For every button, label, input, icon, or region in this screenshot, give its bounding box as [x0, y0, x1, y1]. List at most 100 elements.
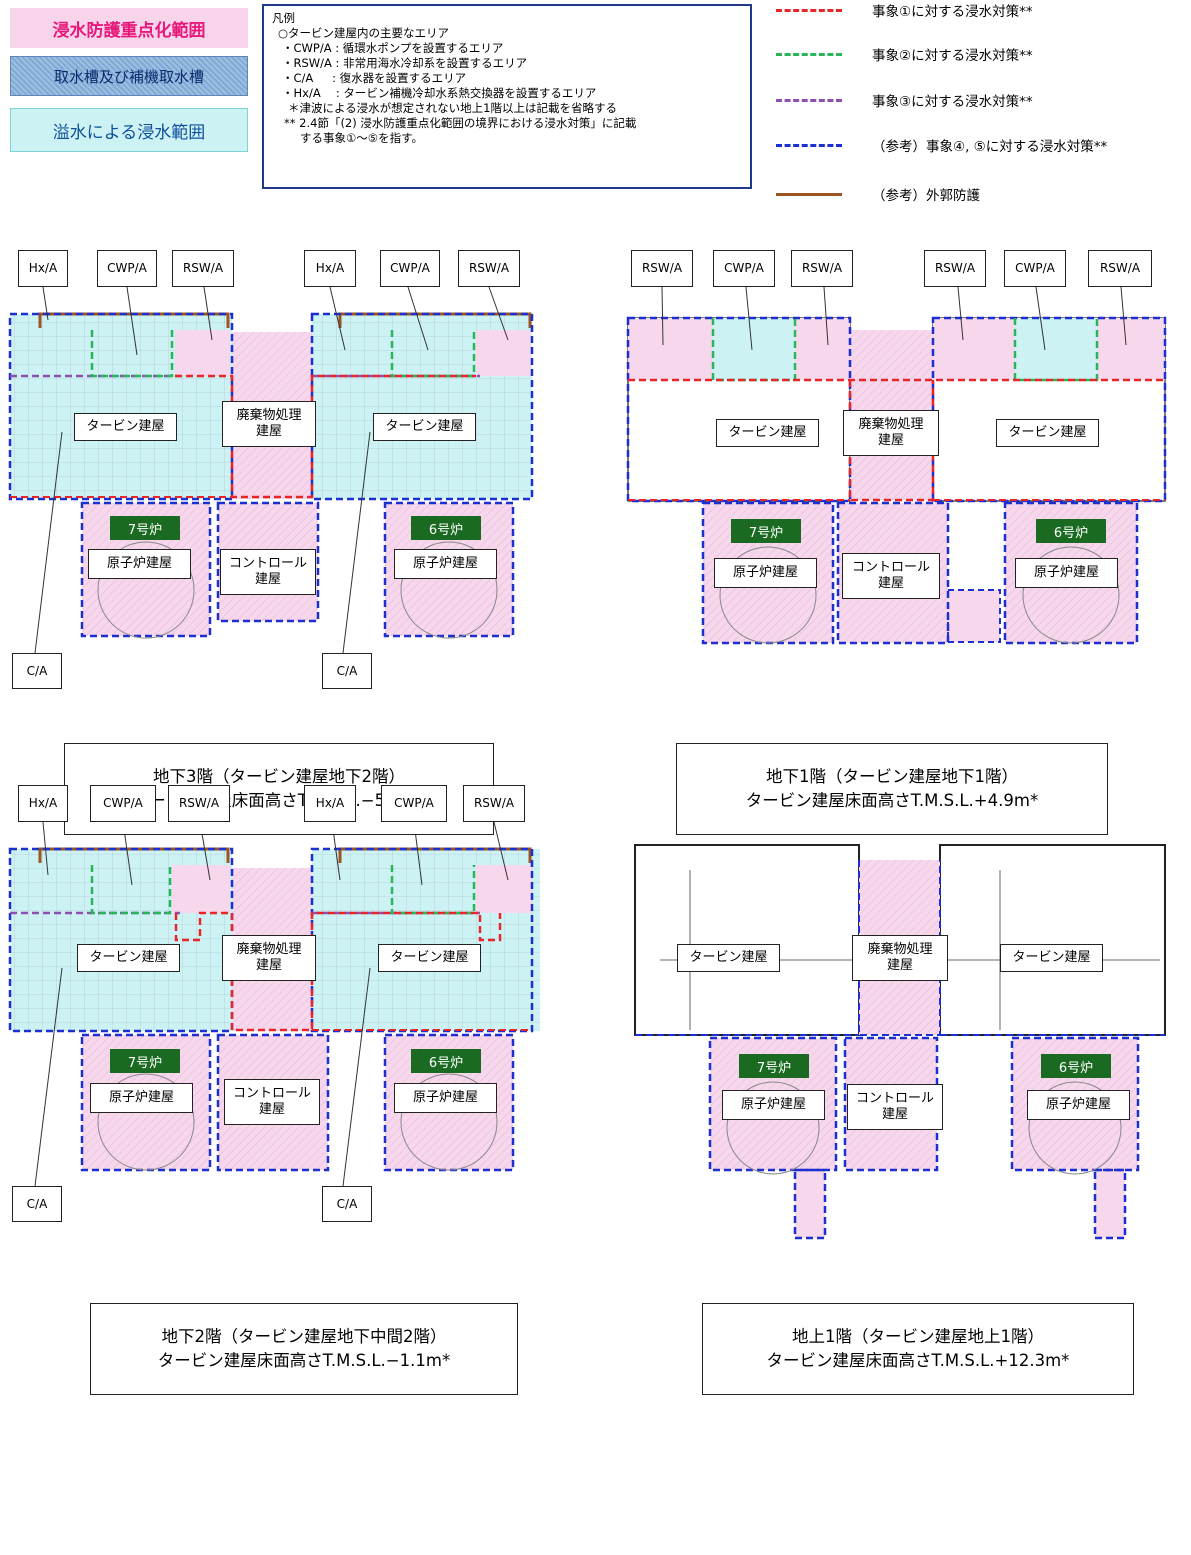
line-legend-label: （参考）外郭防護 — [872, 188, 980, 204]
reactor-building-label: 原子炉建屋 — [1015, 558, 1118, 588]
rsw-area-text: RSW/A — [801, 261, 843, 275]
line-legend-item: （参考）外郭防護 — [776, 184, 980, 204]
ca-area-text: C/A — [336, 1196, 358, 1211]
reactor-building-text: 原子炉建屋 — [740, 1097, 806, 1112]
hx-area-text: Hx/A — [315, 261, 345, 275]
control-building-label: コントロール建屋 — [847, 1084, 943, 1130]
hx-area-label: Hx/A — [304, 785, 356, 822]
caption-line: 地下3階（タービン建屋地下2階） — [153, 767, 405, 786]
control-building-text: 建屋 — [254, 572, 281, 587]
line-legend-item: 事象①に対する浸水対策** — [776, 0, 1033, 20]
rsw-area-text: RSW/A — [468, 261, 510, 275]
turbine-building-text: タービン建屋 — [86, 419, 165, 434]
line-legend-item: （参考）事象④, ⑤に対する浸水対策** — [776, 135, 1107, 155]
unit7-label: 7号炉 — [110, 516, 180, 540]
turbine-building-text: タービン建屋 — [728, 425, 807, 440]
control-building-label: コントロール建屋 — [220, 549, 316, 595]
control-building-text: 建屋 — [881, 1107, 908, 1122]
cwp-area-label: CWP/A — [380, 250, 440, 287]
legend-intake-swatch: 取水槽及び補機取水槽 — [10, 56, 248, 96]
cwp-area-label: CWP/A — [713, 250, 775, 287]
rsw-area-label: RSW/A — [791, 250, 853, 287]
legend-line: する事象①～⑤を指す。 — [300, 131, 423, 145]
legend-flood-protection-swatch: 浸水防護重点化範囲 — [10, 8, 248, 48]
cwp-area-label: CWP/A — [90, 785, 156, 822]
legend-line: ＊津波による浸水が想定されない地上1階以上は記載を省略する — [288, 101, 617, 115]
turbine-building-text: タービン建屋 — [390, 950, 469, 965]
caption-line: 地下2階（タービン建屋地下中間2階） — [161, 1327, 447, 1346]
unit6-text: 6号炉 — [1058, 1060, 1094, 1076]
waste-building-text: 廃棄物処理 — [236, 408, 302, 423]
waste-building-text: 廃棄物処理 — [867, 942, 933, 957]
waste-building-label: 廃棄物処理建屋 — [222, 935, 316, 981]
line-legend: 事象①に対する浸水対策** 事象②に対する浸水対策** 事象③に対する浸水対策*… — [776, 0, 1186, 210]
rsw-area-label: RSW/A — [1088, 250, 1152, 287]
line-legend-label: 事象③に対する浸水対策** — [872, 94, 1033, 110]
cwp-area-text: CWP/A — [103, 796, 143, 810]
cwp-area-text: CWP/A — [1015, 261, 1055, 275]
plan-b3 — [8, 286, 534, 654]
rsw-area-text: RSW/A — [473, 796, 515, 810]
control-building-text: コントロール — [228, 556, 307, 571]
rsw-area-label: RSW/A — [458, 250, 520, 287]
unit7-label: 7号炉 — [739, 1054, 809, 1078]
ca-area-label: C/A — [12, 1186, 62, 1222]
waste-building-label: 廃棄物処理建屋 — [852, 935, 948, 981]
control-building-text: 建屋 — [877, 576, 904, 591]
caption-line: タービン建屋床面高さT.M.S.L.+4.9m* — [745, 791, 1039, 810]
rsw-area-text: RSW/A — [641, 261, 683, 275]
unit6-label: 6号炉 — [411, 1049, 481, 1073]
reactor-building-label: 原子炉建屋 — [722, 1090, 825, 1120]
ca-area-text: C/A — [26, 663, 48, 678]
rsw-area — [175, 330, 230, 376]
rsw-area-label: RSW/A — [924, 250, 986, 287]
hx-area-label: Hx/A — [18, 250, 68, 287]
legend-intake-label: 取水槽及び補機取水槽 — [53, 67, 204, 86]
turbine-building-text: タービン建屋 — [1008, 425, 1087, 440]
unit7-label: 7号炉 — [731, 519, 801, 543]
cwp-area-text: CWP/A — [107, 261, 147, 275]
reactor-building-text: 原子炉建屋 — [732, 565, 798, 580]
caption-g1: 地上1階（タービン建屋地上1階） タービン建屋床面高さT.M.S.L.+12.3… — [702, 1303, 1134, 1395]
ca-area-label: C/A — [322, 653, 372, 689]
turbine-building-label: タービン建屋 — [716, 419, 819, 447]
reactor-building-text: 原子炉建屋 — [412, 556, 478, 571]
unit7-text: 7号炉 — [127, 1055, 163, 1071]
legend-line: ○タービン建屋内の主要なエリア — [278, 26, 450, 40]
reactor-building-text: 原子炉建屋 — [1033, 565, 1099, 580]
turbine-building-label: タービン建屋 — [1000, 944, 1103, 972]
hx-area-label: Hx/A — [304, 250, 356, 287]
plan-b2 — [8, 821, 540, 1187]
cwp-area-label: CWP/A — [381, 785, 447, 822]
legend-line: ・CWP/A : 循環水ポンプを設置するエリア — [282, 41, 504, 55]
caption-b2: 地下2階（タービン建屋地下中間2階） タービン建屋床面高さT.M.S.L.−1.… — [90, 1303, 518, 1395]
cwp-area-label: CWP/A — [1004, 250, 1066, 287]
reactor-building-text: 原子炉建屋 — [106, 556, 172, 571]
unit7-text: 7号炉 — [748, 525, 784, 541]
red-dash-line-icon — [776, 8, 842, 12]
waste-building-text: 建屋 — [877, 433, 904, 448]
turbine-building-label: タービン建屋 — [677, 944, 780, 972]
waste-building-text: 建屋 — [255, 958, 282, 973]
rsw-area-label: RSW/A — [463, 785, 525, 822]
unit7-label: 7号炉 — [110, 1049, 180, 1073]
turbine-building-label: タービン建屋 — [996, 419, 1099, 447]
caption-line: 地上1階（タービン建屋地上1階） — [792, 1327, 1044, 1346]
cwp-area-label: CWP/A — [97, 250, 157, 287]
rsw-area-label: RSW/A — [631, 250, 693, 287]
unit6-text: 6号炉 — [428, 522, 464, 538]
unit6-text: 6号炉 — [1053, 525, 1089, 541]
reactor-building-label: 原子炉建屋 — [90, 1083, 193, 1113]
reactor-building-label: 原子炉建屋 — [1027, 1090, 1130, 1120]
turbine-building-text: タービン建屋 — [689, 950, 768, 965]
rsw-area — [476, 330, 531, 376]
legend-overflow-swatch: 溢水による浸水範囲 — [10, 108, 248, 152]
control-building-text: コントロール — [232, 1086, 311, 1101]
ca-area-label: C/A — [322, 1186, 372, 1222]
cwp-area-text: CWP/A — [724, 261, 764, 275]
waste-building-text: 廃棄物処理 — [858, 417, 924, 432]
control-building-text: コントロール — [855, 1091, 934, 1106]
turbine-building-label: タービン建屋 — [378, 944, 481, 972]
cwp-area-text: CWP/A — [394, 796, 434, 810]
line-legend-label: 事象②に対する浸水対策** — [872, 48, 1033, 64]
